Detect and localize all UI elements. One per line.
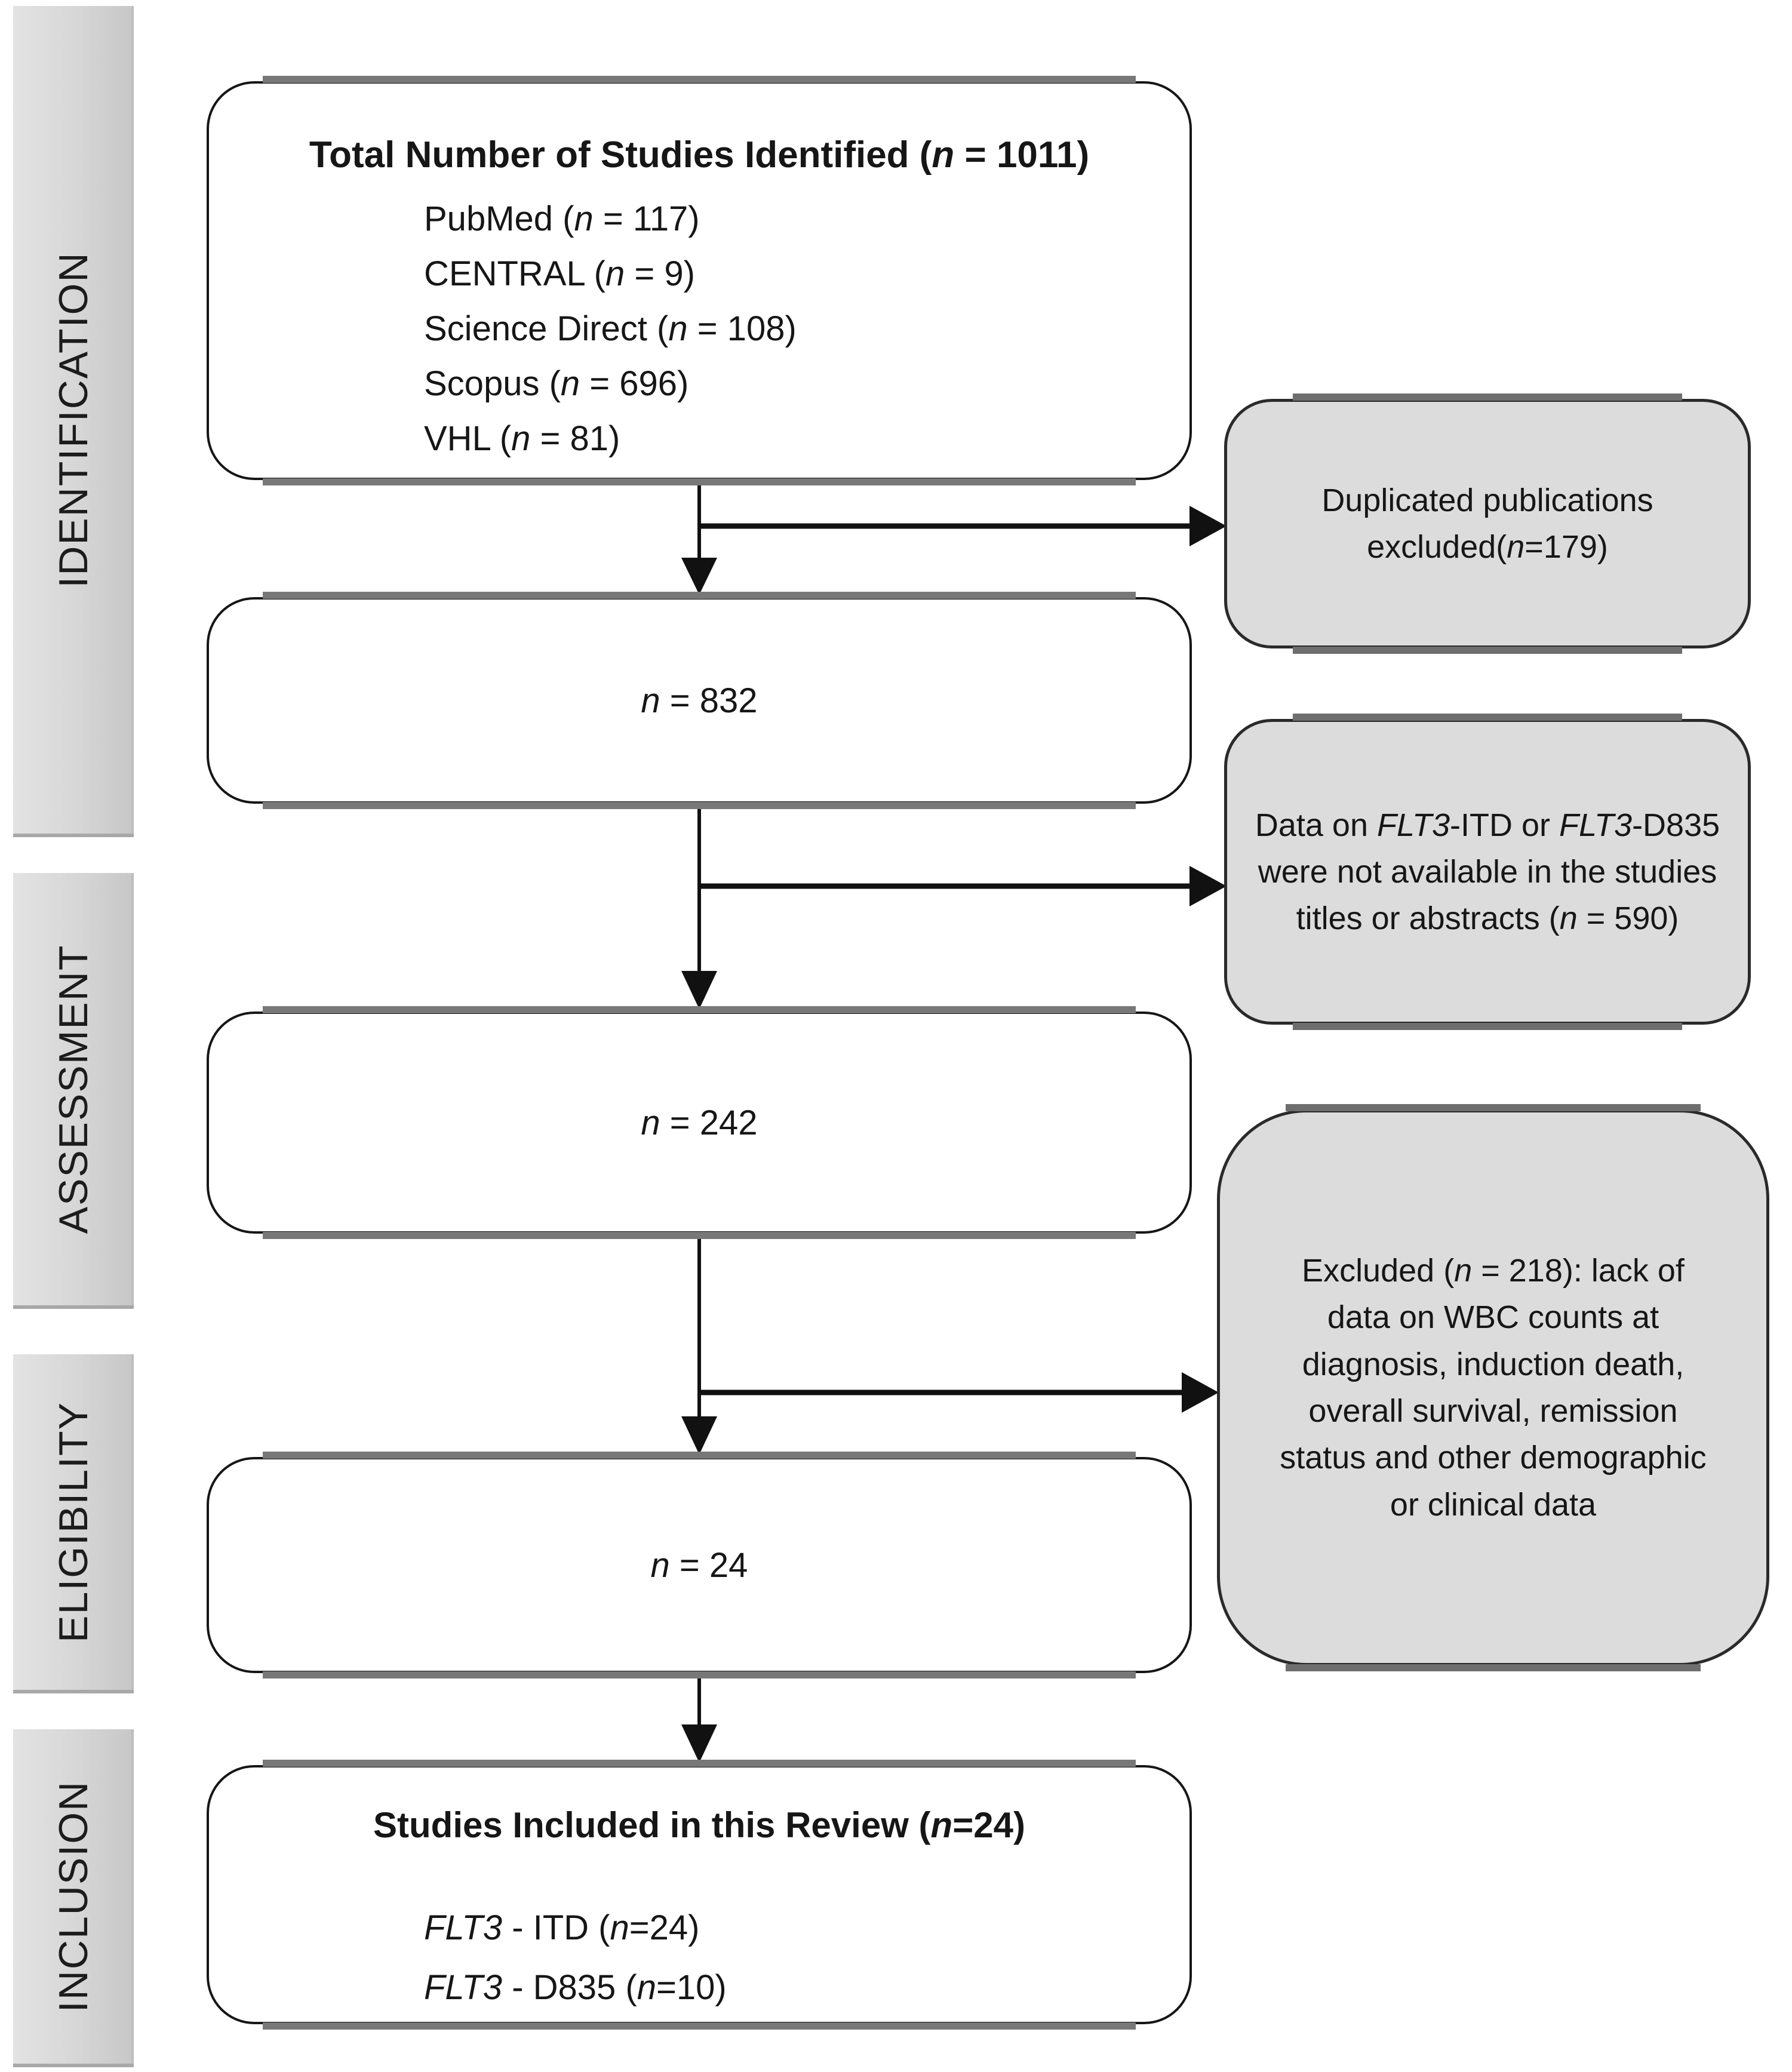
no-flt3-data-excluded-callout: Data on FLT3-ITD or FLT3-D835 were not a… xyxy=(1224,714,1751,1030)
included-item-itd: FLT3 - ITD (n=24) xyxy=(424,1908,700,1947)
duplicates-excluded-text: Duplicated publications excluded(n=179) xyxy=(1321,482,1653,565)
identified-studies-title: Total Number of Studies Identified (n = … xyxy=(309,134,1090,176)
duplicates-excluded-callout: Duplicated publications excluded(n=179) xyxy=(1224,394,1751,654)
included-studies-title: Studies Included in this Review (n=24) xyxy=(373,1805,1025,1845)
arrow-branch-flt3-screening xyxy=(699,866,1227,906)
included-item-d835: FLT3 - D835 (n=10) xyxy=(424,1968,727,2007)
count-after-deduplication: n = 832 xyxy=(641,681,758,720)
no-flt3-data-excluded-text: Data on FLT3-ITD or FLT3-D835 were not a… xyxy=(1255,807,1720,937)
count-eligible: n = 24 xyxy=(650,1545,748,1585)
stage-bar-eligibility: ELIGIBILITY xyxy=(13,1354,134,1693)
source-list: PubMed (n = 117) CENTRAL (n = 9) Science… xyxy=(424,192,1148,466)
source-vhl: VHL (n = 81) xyxy=(424,419,620,458)
source-pubmed: PubMed (n = 117) xyxy=(424,199,700,238)
arrow-branch-duplicates xyxy=(699,506,1227,546)
arrow-242-to-24 xyxy=(681,1235,717,1455)
stage-bar-identification: IDENTIFICATION xyxy=(13,6,134,837)
included-list: FLT3 - ITD (n=24) FLT3 - D835 (n=10) xyxy=(424,1898,1154,2018)
records-after-deduplication-box: n = 832 xyxy=(207,592,1192,809)
stage-bar-inclusion: INCLUSION xyxy=(13,1729,134,2067)
source-scopus: Scopus (n = 696) xyxy=(424,364,689,403)
arrow-branch-clinical-exclusion xyxy=(699,1372,1219,1413)
source-central: CENTRAL (n = 9) xyxy=(424,254,695,293)
stage-bar-assessment: ASSESSMENT xyxy=(13,873,134,1309)
arrow-832-to-242 xyxy=(681,805,717,1009)
records-after-screening-box: n = 242 xyxy=(207,1006,1192,1239)
arrow-24-to-included xyxy=(681,1674,717,1763)
included-studies-box: Studies Included in this Review (n=24) F… xyxy=(207,1760,1192,2030)
source-science-direct: Science Direct (n = 108) xyxy=(424,309,797,348)
lacking-clinical-data-excluded-callout: Excluded (n = 218): lack of data on WBC … xyxy=(1217,1104,1769,1671)
count-after-screening: n = 242 xyxy=(641,1103,758,1142)
identified-studies-box: Total Number of Studies Identified (n = … xyxy=(207,76,1192,485)
arrow-identified-to-832 xyxy=(681,479,717,595)
lacking-clinical-data-excluded-text: Excluded (n = 218): lack of data on WBC … xyxy=(1280,1253,1707,1523)
eligible-studies-box: n = 24 xyxy=(207,1452,1192,1678)
